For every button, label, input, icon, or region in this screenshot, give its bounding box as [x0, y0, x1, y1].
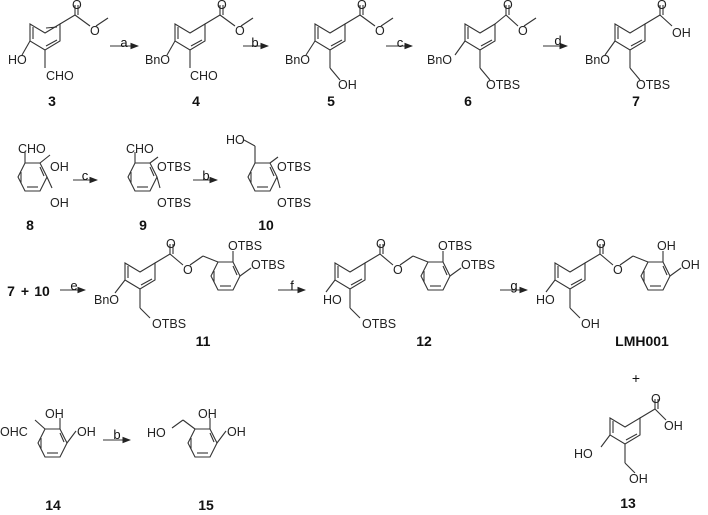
substituent-otbs: OTBS [251, 258, 286, 272]
substituent-ho: HO [574, 447, 593, 461]
substituent-oh: OH [681, 258, 700, 272]
compound-label-6: 6 [464, 93, 472, 109]
reagent-label-b: b [251, 35, 259, 50]
substituent-oh: OH [198, 407, 217, 421]
atom-o: O [596, 237, 606, 251]
substituent-oh: OH [664, 419, 683, 433]
atom-o: O [657, 0, 667, 12]
substituent-oh: OH [227, 425, 246, 439]
plus-sign: + [20, 283, 30, 299]
substituent-oh: OH [45, 407, 64, 421]
structure-8 [17, 152, 53, 192]
substituent-oh: OH [50, 160, 69, 174]
substituent-otbs: OTBS [157, 196, 192, 210]
structure-5 [305, 5, 394, 81]
substituent-oh: OH [657, 239, 676, 253]
atom-o: O [393, 263, 403, 277]
reagent-label-b: b [202, 168, 210, 183]
atom-o: O [235, 24, 245, 38]
structure-15 [171, 418, 227, 458]
substituent-cho: CHO [46, 69, 74, 83]
structure-10 [243, 139, 281, 192]
structure-11 [114, 244, 252, 319]
atom-o: O [503, 0, 513, 12]
substituent-ho: HO [536, 293, 555, 307]
structure-3 [21, 5, 109, 68]
structure-9 [127, 152, 161, 192]
structure-14 [34, 418, 77, 458]
atom-o: O [375, 24, 385, 38]
substituent-ho: HO [323, 293, 342, 307]
reagent-label-e: e [70, 278, 78, 293]
substituent-oh: OH [338, 78, 357, 92]
compound-label-10: 10 [258, 217, 274, 233]
compound-label-15: 15 [198, 497, 214, 513]
structure-13 [600, 399, 667, 474]
substituent-bno: BnO [585, 53, 611, 67]
compound-label-12: 12 [416, 333, 432, 349]
substituent-bno: BnO [145, 53, 171, 67]
substituent-bno: BnO [285, 53, 311, 67]
substituent-ho: HO [226, 133, 245, 147]
compound-label-4: 4 [192, 93, 200, 109]
atom-o: O [217, 0, 227, 12]
substituent-otbs: OTBS [277, 196, 312, 210]
atom-o: O [518, 24, 528, 38]
atom-o: O [90, 24, 100, 38]
substituent-oh: OH [77, 425, 96, 439]
structure-12 [325, 244, 462, 319]
substituent-oh: OH [50, 196, 69, 210]
substituent-oh: OH [672, 26, 691, 40]
reactant-label-7: 7 [7, 283, 15, 299]
substituent-oh: OH [629, 472, 648, 486]
compound-label-9: 9 [139, 217, 147, 233]
reagent-label-f: f [290, 278, 294, 293]
substituent-oh: OH [581, 317, 600, 331]
compound-label-5: 5 [327, 93, 335, 109]
compound-label-11: 11 [195, 333, 211, 349]
substituent-ho: HO [147, 426, 166, 440]
compound-label-lmh001: LMH001 [615, 333, 669, 349]
structure-lmh001 [545, 244, 682, 319]
compound-label-13: 13 [620, 495, 636, 511]
substituent-otbs: OTBS [486, 78, 521, 92]
reactant-label-10: 10 [34, 283, 50, 299]
atom-o: O [376, 237, 386, 251]
substituent-cho: CHO [190, 69, 218, 83]
atom-o: O [651, 392, 661, 406]
substituent-otbs: OTBS [362, 317, 397, 331]
substituent-otbs: OTBS [152, 317, 187, 331]
substituent-otbs: OTBS [228, 239, 263, 253]
compound-label-7: 7 [632, 93, 640, 109]
substituent-cho: CHO [126, 142, 154, 156]
structure-4 [166, 5, 254, 68]
atom-o: O [357, 0, 367, 12]
substituent-cho: CHO [18, 142, 46, 156]
atom-o: O [613, 263, 623, 277]
structure-6 [454, 5, 537, 81]
structure-7 [604, 5, 673, 81]
compound-label-14: 14 [45, 497, 61, 513]
substituent-bno: BnO [94, 293, 120, 307]
substituent-otbs: OTBS [438, 239, 473, 253]
substituent-ohc: OHC [0, 425, 28, 439]
atom-o: O [72, 0, 82, 12]
substituent-otbs: OTBS [461, 258, 496, 272]
substituent-otbs: OTBS [277, 160, 312, 174]
reagent-label-c: c [396, 35, 404, 50]
substituent-ho: HO [8, 53, 27, 67]
reagent-label-g: g [510, 278, 518, 293]
substituent-otbs: OTBS [157, 160, 192, 174]
compound-label-3: 3 [48, 93, 56, 109]
compound-label-8: 8 [26, 217, 34, 233]
reagent-label-d: d [554, 33, 562, 48]
reagent-label-c: c [81, 168, 89, 183]
reagent-label-b: b [113, 427, 121, 442]
substituent-otbs: OTBS [636, 78, 671, 92]
reagent-label-a: a [120, 35, 128, 50]
plus-sign: + [631, 370, 641, 386]
atom-o: O [166, 237, 176, 251]
substituent-bno: BnO [427, 53, 453, 67]
atom-o: O [183, 263, 193, 277]
